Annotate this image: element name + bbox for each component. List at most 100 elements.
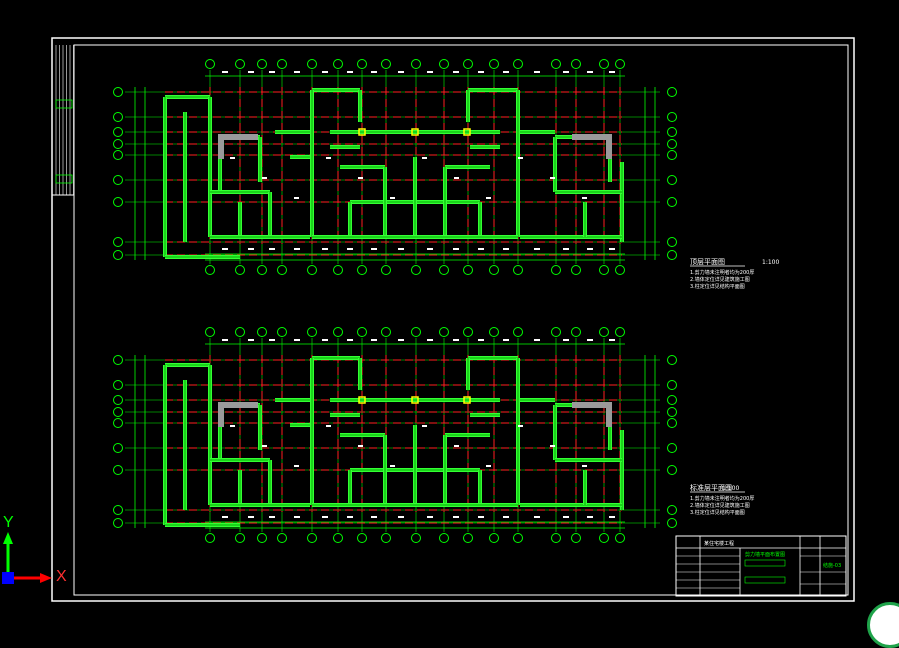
axis-bubble-bottom [411,533,421,543]
axis-bubble-bottom [333,533,343,543]
axis-bubble-bottom [235,265,245,275]
axis-bubble-top [357,327,367,337]
dim-text [398,248,404,250]
ucs-icon [2,532,52,584]
axis-bubble-bottom [615,533,625,543]
axis-bubble-top [277,327,287,337]
axis-bubble-top [489,327,499,337]
dim-text [269,71,275,73]
axis-bubble-top [513,59,523,69]
dim-text [294,339,300,341]
wall-tag [358,445,363,447]
axis-bubble-left [113,443,123,453]
dim-text [322,248,328,250]
dim-text [587,71,593,73]
dim-text [427,339,433,341]
project-name: 某住宅楼工程 [704,540,734,547]
axis-bubble-right [667,355,677,365]
dim-text [587,516,593,518]
axis-bubble-right [667,139,677,149]
wall-tag [294,465,299,467]
axis-bubble-bottom [381,265,391,275]
plan-note: 1.剪力墙未注明者均为200厚 [690,269,754,276]
dim-text [322,516,328,518]
plan-note: 2.墙体定位详见建筑施工图 [690,276,750,283]
axis-bubble-right [667,465,677,475]
drawing-frame [51,37,855,602]
axis-bubble-bottom [257,533,267,543]
dim-text [503,339,509,341]
inner-border [73,44,849,596]
dim-text [398,339,404,341]
dim-text [248,516,254,518]
dim-text [371,516,377,518]
axis-bubble-bottom [551,533,561,543]
axis-bubble-top [235,59,245,69]
wall-tag [262,177,267,179]
drawing-name: 剪力墙平面布置图 [745,551,785,558]
dim-text [503,248,509,250]
axis-bubble-right [667,443,677,453]
dim-text [371,71,377,73]
axis-bubble-left [113,237,123,247]
stamp-box [744,576,786,584]
dim-text [563,516,569,518]
ucs-x-arrow [40,573,52,583]
stamp-box [744,559,786,567]
axis-bubble-left [113,150,123,160]
axis-bubble-left [113,407,123,417]
dim-text [587,339,593,341]
dim-text [609,516,615,518]
wall-tag [550,177,555,179]
dim-text [427,516,433,518]
axis-bubble-left [113,127,123,137]
dim-text [563,248,569,250]
axis-bubble-right [667,150,677,160]
column-marker [358,396,366,404]
elevator-shaft [572,134,612,140]
wall-tag [454,177,459,179]
axis-bubble-left [113,395,123,405]
axis-bubble-top [277,59,287,69]
dim-text [269,516,275,518]
axis-bubble-right [667,380,677,390]
axis-bubble-top [615,327,625,337]
axis-bubble-top [257,59,267,69]
wall-tag [230,157,235,159]
axis-bubble-left [113,465,123,475]
dim-text [248,71,254,73]
dim-text [478,71,484,73]
axis-bubble-left [113,518,123,528]
axis-bubble-bottom [277,533,287,543]
axis-bubble-right [667,505,677,515]
elevator-shaft [606,134,612,159]
dim-text [269,248,275,250]
dim-text [563,339,569,341]
axis-bubble-bottom [411,265,421,275]
dim-text [222,71,228,73]
axis-bubble-top [357,59,367,69]
wall-tag [550,445,555,447]
dim-text [609,71,615,73]
dim-text [587,248,593,250]
dim-text [503,516,509,518]
axis-bubble-right [667,197,677,207]
dim-text [322,71,328,73]
dim-text [453,339,459,341]
dim-text [453,248,459,250]
wall-tag [518,425,523,427]
floor-plan-upper [113,59,677,275]
status-badge-icon[interactable] [867,602,899,648]
column-marker [463,396,471,404]
wall-tag [230,425,235,427]
wall-tag [422,425,427,427]
axis-bubble-top [463,327,473,337]
floor-plan-lower [113,327,677,543]
axis-bubble-bottom [257,265,267,275]
wall-tag [326,425,331,427]
axis-bubble-left [113,355,123,365]
dim-text [453,71,459,73]
dim-text [398,516,404,518]
dim-text [294,516,300,518]
